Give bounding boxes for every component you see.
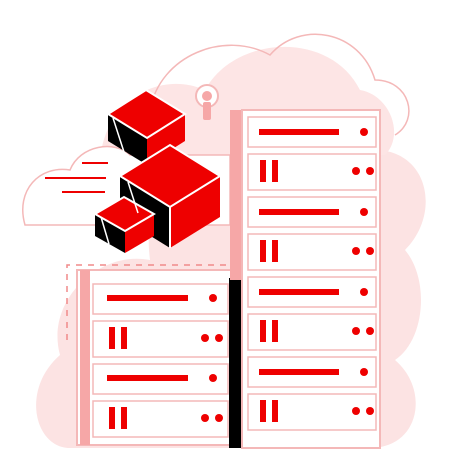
keyhole-icon bbox=[195, 84, 219, 120]
motion-lines-icon bbox=[45, 162, 108, 193]
dashed-outline bbox=[66, 264, 235, 340]
cube-stack-icon bbox=[92, 88, 222, 253]
server-rack-icon bbox=[76, 269, 235, 446]
server-rack-icon bbox=[230, 109, 381, 449]
cloud-icon bbox=[149, 33, 410, 136]
rack-divider bbox=[229, 278, 243, 448]
